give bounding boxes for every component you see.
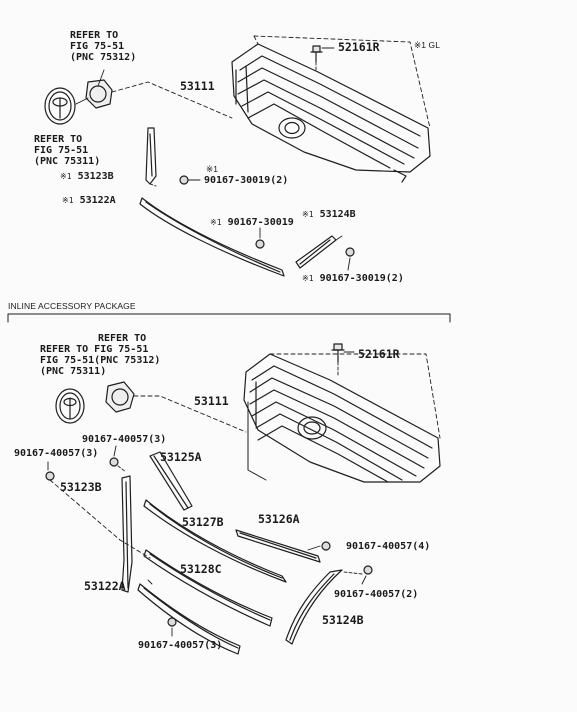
star-mark: ※1: [302, 274, 314, 283]
label-refer-bottom-1: REFER TO FIG 75-51: [40, 344, 149, 355]
label-53123b-top: ※1 53123B: [60, 171, 114, 182]
label-53123b-top-text: 53123B: [77, 171, 114, 182]
nut-bottom-4: [167, 617, 177, 637]
molding-bottom-53126a: [235, 529, 321, 563]
star-mark: ※1: [60, 172, 72, 181]
label-52161r-bottom: 52161R: [358, 347, 400, 361]
clip-52161r-bottom: [331, 343, 355, 377]
label-53127b: 53127B: [182, 515, 224, 529]
star-mark: ※1: [210, 218, 222, 227]
label-refer-75311-top-2: FIG 75-51: [34, 145, 89, 156]
nut-bottom-5: [343, 565, 373, 585]
nut-top-2: [255, 227, 265, 249]
molding-top-53124b: [295, 235, 343, 269]
molding-top-53123b: [145, 127, 157, 187]
molding-bottom-53125a: [149, 451, 193, 511]
label-90167-bottom-1: 90167-40057(3): [82, 434, 167, 445]
label-53125a: 53125A: [160, 450, 202, 464]
molding-top-53122a: [139, 197, 285, 277]
label-53111-top: 53111: [180, 79, 215, 93]
grille-bottom-53111: [243, 353, 441, 483]
label-note-gl: ※1 GL: [414, 40, 441, 50]
label-90167-top-1: 90167-30019(2): [204, 175, 289, 186]
nut-top-1: [179, 175, 201, 185]
nut-bottom-3: [307, 541, 331, 551]
emblem-top-75311: [44, 87, 76, 125]
label-refer-bottom-a: REFER TO: [98, 333, 147, 344]
molding-bottom-53127b: [143, 499, 287, 583]
label-53124b-bottom: 53124B: [322, 613, 364, 627]
label-refer-75312-top-1: REFER TO: [70, 30, 119, 41]
label-90167-bottom-2: 90167-40057(3): [14, 448, 99, 459]
label-53124b-top-text: 53124B: [319, 209, 356, 220]
label-53122a-bottom: 53122A: [84, 579, 126, 593]
grille-top-53111: [231, 35, 431, 183]
molding-bottom-53122a: [137, 579, 241, 655]
nut-top-3: [345, 247, 355, 271]
label-53123b-bottom: 53123B: [60, 480, 102, 494]
label-refer-75311-top-3: (PNC 75311): [34, 156, 101, 167]
label-90167-top-3: ※1 90167-30019(2): [302, 273, 404, 284]
label-90167-top-2: ※1 90167-30019: [210, 217, 294, 228]
label-refer-bottom-2: FIG 75-51(PNC 75312): [40, 355, 161, 366]
label-star-90167-top: ※1: [206, 164, 219, 174]
label-53122a-top: ※1 53122A: [62, 195, 116, 206]
molding-bottom-53123b: [49, 475, 151, 593]
label-90167-top-2-text: 90167-30019: [227, 217, 294, 228]
section-title: INLINE ACCESSORY PACKAGE: [8, 301, 136, 311]
label-53111-bottom: 53111: [194, 394, 229, 408]
label-53126a: 53126A: [258, 512, 300, 526]
nut-bottom-2: [45, 461, 55, 481]
emblem-mount-bottom-75312: [105, 381, 247, 433]
clip-52161r-top: [310, 45, 335, 71]
molding-bottom-53128c: [143, 549, 273, 627]
label-90167-bottom-5: 90167-40057(3): [138, 640, 223, 651]
emblem-mount-top-75312: [75, 69, 233, 119]
star-mark: ※1: [302, 210, 314, 219]
label-53128c: 53128C: [180, 562, 222, 576]
label-refer-75311-top-1: REFER TO: [34, 134, 83, 145]
emblem-bottom-75311: [55, 388, 85, 424]
label-52161r-top: 52161R: [338, 40, 380, 54]
label-refer-bottom-3: (PNC 75311): [40, 366, 107, 377]
molding-bottom-53124b: [285, 569, 343, 645]
label-refer-75312-top-3: (PNC 75312): [70, 52, 137, 63]
label-refer-75312-top-2: FIG 75-51: [70, 41, 125, 52]
label-53122a-top-text: 53122A: [79, 195, 116, 206]
label-53124b-top: ※1 53124B: [302, 209, 356, 220]
label-90167-bottom-3: 90167-40057(4): [346, 541, 431, 552]
star-mark: ※1: [62, 196, 74, 205]
nut-bottom-1: [109, 445, 127, 473]
label-90167-top-3-text: 90167-30019(2): [319, 273, 404, 284]
label-90167-bottom-4: 90167-40057(2): [334, 589, 419, 600]
